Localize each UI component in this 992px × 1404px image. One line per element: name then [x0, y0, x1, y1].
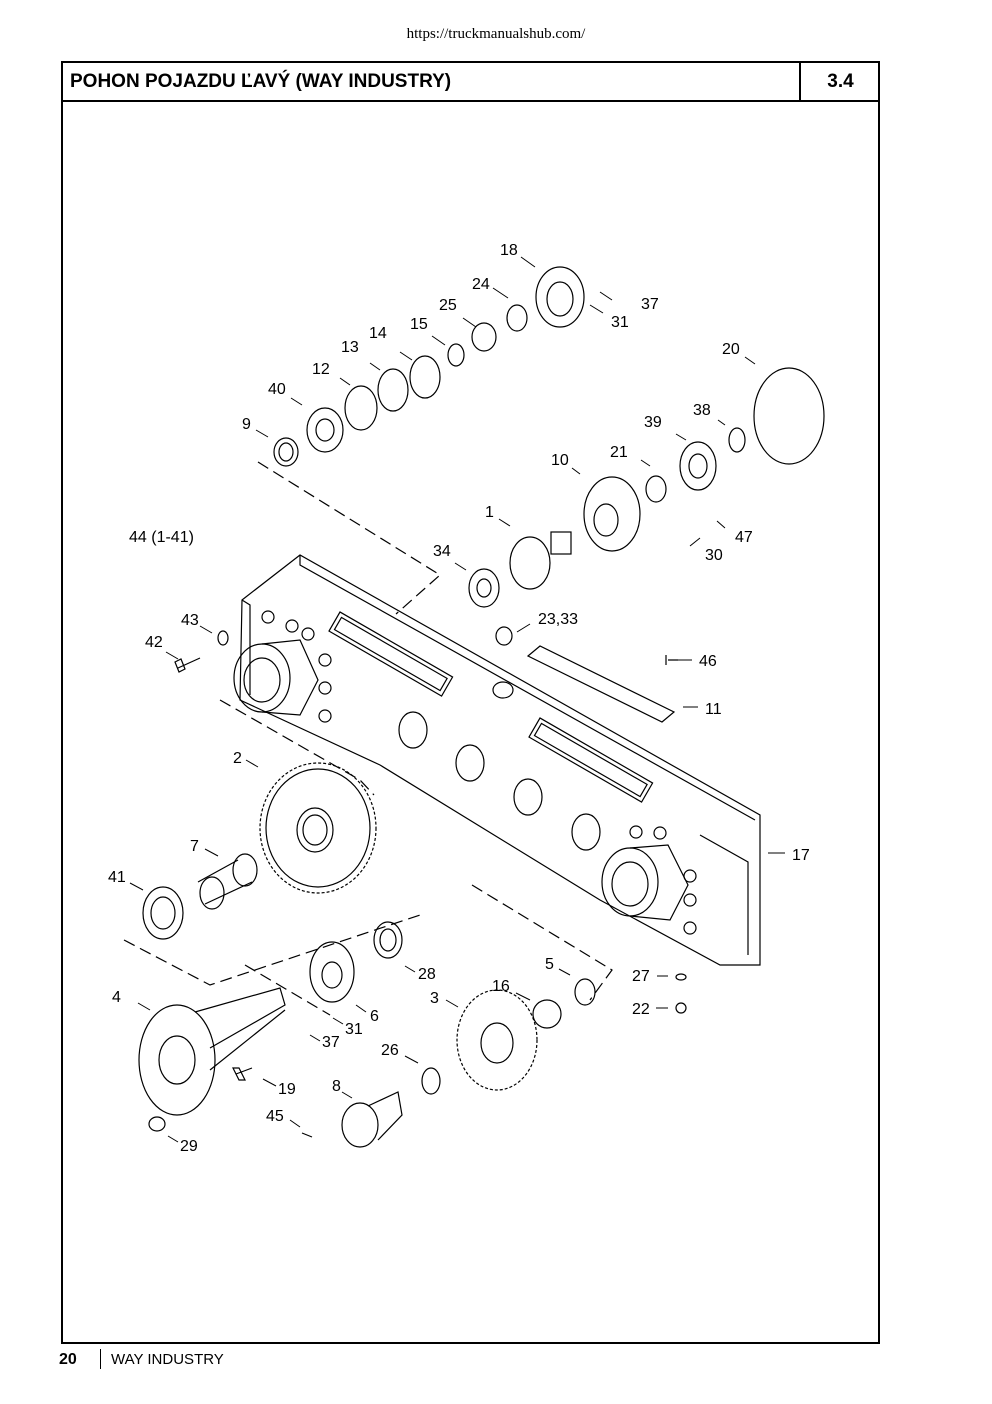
callout-18: 18	[500, 242, 518, 259]
callout-41: 41	[108, 869, 126, 886]
callout-22: 22	[632, 1001, 650, 1018]
callout-15: 15	[410, 316, 428, 333]
callout-16: 16	[492, 978, 510, 995]
section-number-box: 3.4	[799, 63, 880, 100]
callout-14: 14	[369, 325, 387, 342]
title-bar: POHON POJAZDU ĽAVÝ (WAY INDUSTRY) 3.4	[63, 63, 878, 102]
callout-13: 13	[341, 339, 359, 356]
callout-27: 27	[632, 968, 650, 985]
callout-28: 28	[418, 966, 436, 983]
callout-17: 17	[792, 847, 810, 864]
callout-21: 21	[610, 444, 628, 461]
callout-40: 40	[268, 381, 286, 398]
callout-2: 2	[233, 750, 242, 767]
callout-3: 3	[430, 990, 439, 1007]
footer-brand: WAY INDUSTRY	[111, 1351, 224, 1368]
callout-9: 9	[242, 416, 251, 433]
callout-24: 24	[472, 276, 490, 293]
cover-plate	[526, 645, 676, 723]
callout-37b: 37	[322, 1034, 340, 1051]
callout-42: 42	[145, 634, 163, 651]
callout-25: 25	[439, 297, 457, 314]
callout-19: 19	[278, 1081, 296, 1098]
footer-divider	[100, 1349, 101, 1369]
callout-1: 1	[485, 504, 494, 521]
callout-29: 29	[180, 1138, 198, 1155]
callout-12: 12	[312, 361, 330, 378]
bolt-42	[174, 657, 201, 673]
callout-30: 30	[705, 547, 723, 564]
gearbox-housing	[233, 554, 761, 966]
callout-10: 10	[551, 452, 569, 469]
callout-37: 37	[641, 296, 659, 313]
callout-45: 45	[266, 1108, 284, 1125]
page-frame: POHON POJAZDU ĽAVÝ (WAY INDUSTRY) 3.4	[61, 61, 880, 1344]
callout-4: 4	[112, 989, 121, 1006]
callout-47: 47	[735, 529, 753, 546]
callout-6: 6	[370, 1008, 379, 1025]
section-title: POHON POJAZDU ĽAVÝ (WAY INDUSTRY)	[70, 71, 452, 92]
callout-39: 39	[644, 414, 662, 431]
callout-11: 11	[705, 701, 722, 718]
callout-5: 5	[545, 956, 554, 973]
callout-31b: 31	[345, 1021, 363, 1038]
callout-38: 38	[693, 402, 711, 419]
assembly-label: 44 (1-41)	[129, 529, 194, 546]
gear-2	[259, 762, 377, 894]
flange-shaft-4	[138, 987, 286, 1116]
callout-8: 8	[332, 1078, 341, 1095]
callout-26: 26	[381, 1042, 399, 1059]
callout-23-33: 23,33	[538, 611, 578, 628]
source-url[interactable]: https://truckmanualshub.com/	[406, 26, 586, 42]
page-number: 20	[59, 1351, 77, 1368]
section-number: 3.4	[827, 71, 854, 92]
callout-7: 7	[190, 838, 199, 855]
callout-31: 31	[611, 314, 629, 331]
callout-46: 46	[699, 653, 717, 670]
callout-20: 20	[722, 341, 740, 358]
callout-43: 43	[181, 612, 199, 629]
callout-34: 34	[433, 543, 451, 560]
